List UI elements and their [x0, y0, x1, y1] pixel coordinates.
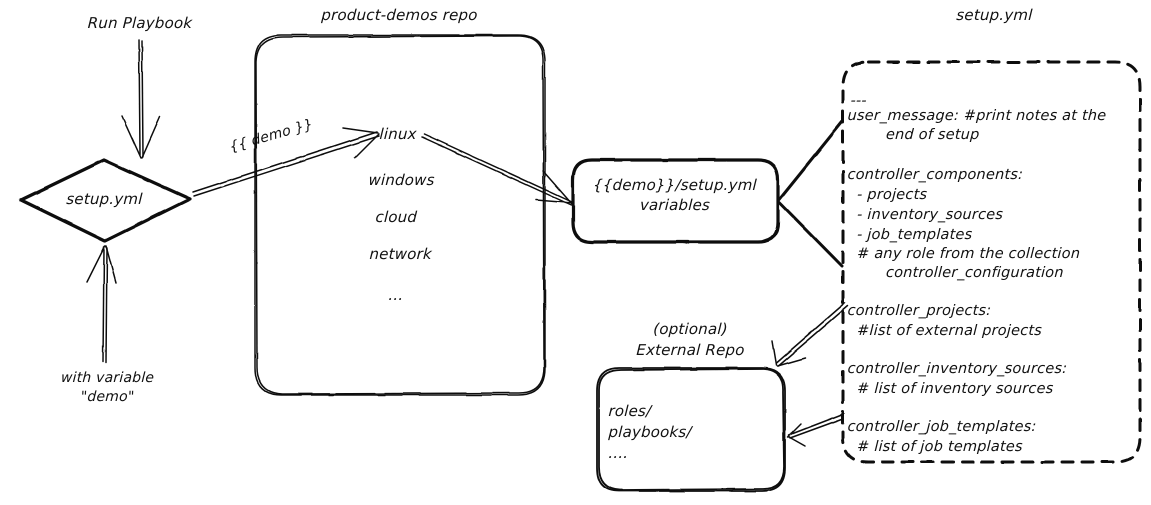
repo-item-linux: linux	[379, 125, 418, 143]
setup-yml-controller-components-item-projects: - projects	[847, 187, 928, 203]
arrow-demo-to-linux	[192, 127, 380, 197]
setup-yml-controller-components-comment-cont: controller_configuration	[847, 265, 1065, 281]
product-demos-repo-title: product-demos repo	[320, 6, 479, 24]
setup-yml-controller-job-templates-header: controller_job_templates:	[847, 419, 1037, 435]
arrow-with-variable	[86, 245, 117, 364]
node-setup-yml-diamond	[19, 158, 192, 243]
repo-item-cloud: cloud	[375, 208, 418, 226]
setup-yml-box-title: setup.yml	[955, 6, 1034, 24]
external-repo-line-playbooks: playbooks/	[608, 423, 693, 441]
setup-yml-controller-components-comment: # any role from the collection	[847, 246, 1081, 262]
setup-yml-controller-job-templates-comment: # list of job templates	[847, 439, 1024, 455]
repo-item-network: network	[369, 245, 433, 263]
arrow-linux-to-vars	[421, 133, 574, 206]
repo-item-windows: windows	[368, 171, 436, 189]
setup-yml-controller-projects-header: controller_projects:	[847, 303, 992, 319]
box-demo-setup-vars	[571, 158, 780, 244]
external-repo-line-roles: roles/	[608, 402, 652, 420]
with-variable-label-line2: "demo"	[80, 389, 135, 405]
box-external-repo	[596, 367, 786, 492]
arrow-projects-to-external-repo	[771, 302, 849, 367]
external-repo-line-ellipsis: ....	[608, 444, 629, 462]
with-variable-label-line1: with variable	[60, 370, 155, 386]
setup-yml-controller-inventory-sources-comment: # list of inventory sources	[847, 381, 1054, 397]
setup-yml-controller-components-header: controller_components:	[847, 167, 1024, 183]
arrow-run-playbook	[121, 39, 161, 159]
repo-item-ellipsis: ...	[388, 286, 404, 304]
setup-yml-user-message-line2: end of setup	[847, 127, 980, 143]
vars-box-line1: {{demo}}/setup.yml	[592, 176, 758, 194]
box-setup-yml-dashed	[841, 60, 1142, 464]
setup-yml-controller-projects-comment: #list of external projects	[847, 323, 1043, 339]
external-repo-title-line2: External Repo	[635, 341, 746, 359]
setup-yml-controller-inventory-sources-header: controller_inventory_sources:	[847, 361, 1068, 377]
setup-yml-controller-components-item-job-templates: - job_templates	[847, 227, 973, 243]
box-product-demos-repo	[254, 34, 546, 396]
vars-box-line2: variables	[639, 196, 711, 214]
run-playbook-label: Run Playbook	[87, 14, 193, 32]
external-repo-title-line1: (optional)	[652, 320, 729, 338]
connector-setup-yml-to-vars	[777, 120, 844, 268]
setup-yml-user-message-line1: user_message: #print notes at the	[847, 108, 1107, 124]
setup-yml-node-label: setup.yml	[65, 190, 144, 208]
arrow-job-templates-to-external-repo	[787, 414, 843, 447]
setup-yml-controller-components-item-inventory-sources: - inventory_sources	[847, 207, 1004, 223]
